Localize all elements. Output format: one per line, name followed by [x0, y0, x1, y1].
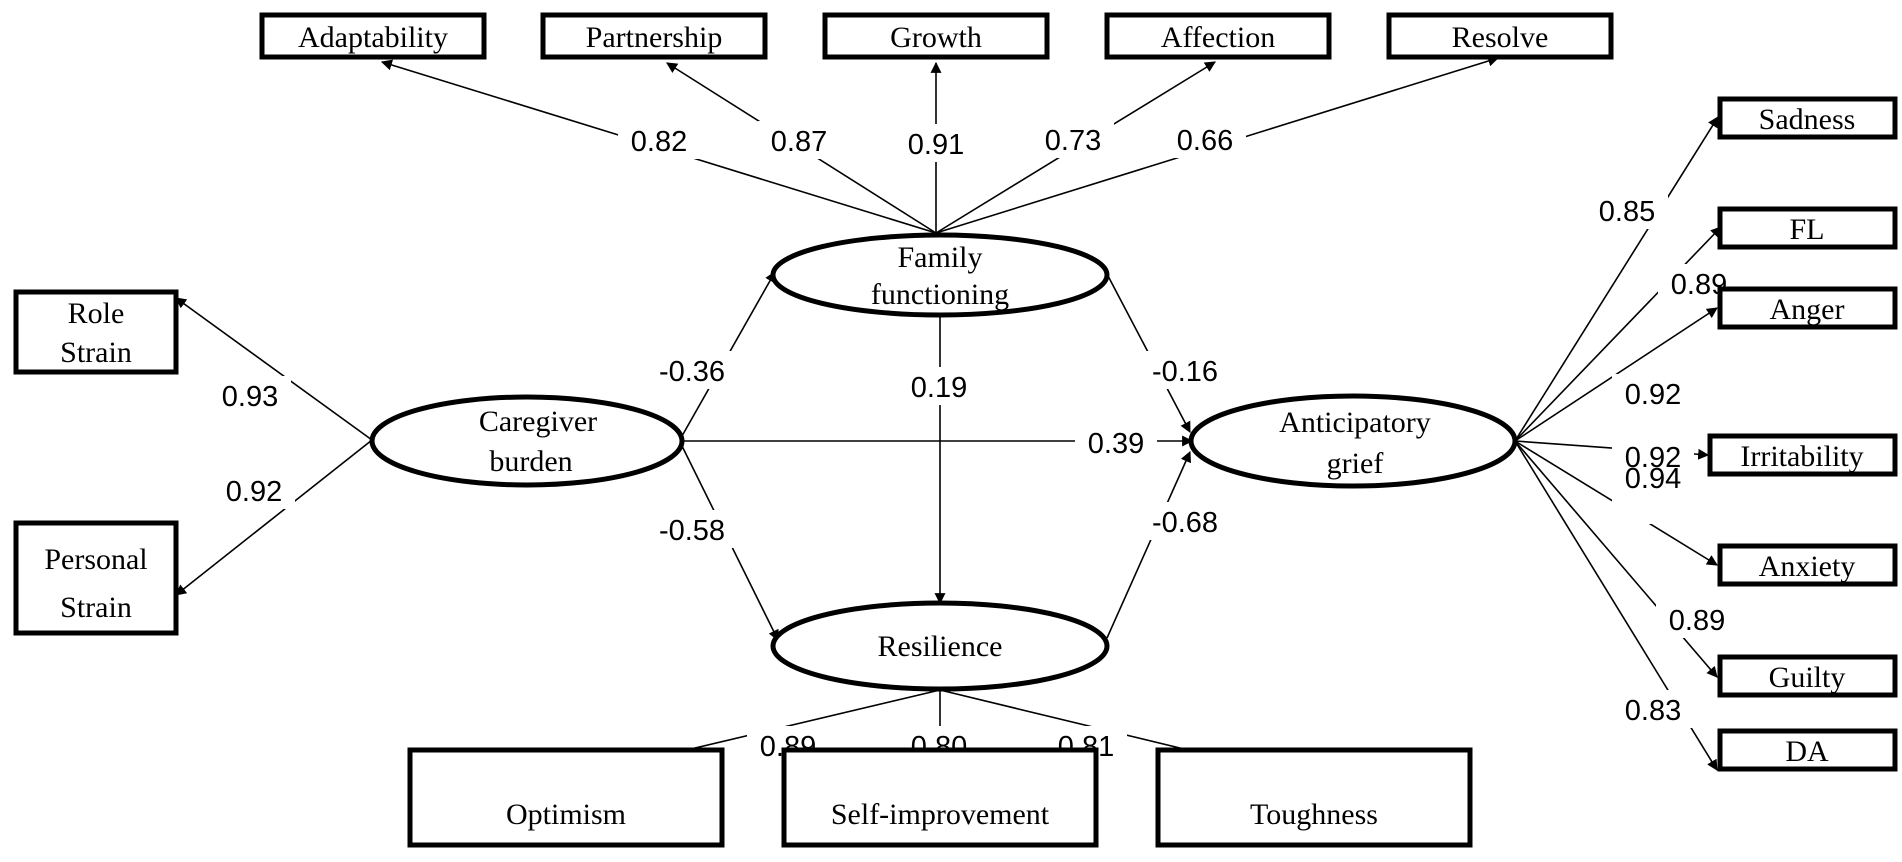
svg-text:Partnership: Partnership: [586, 21, 723, 54]
node-da: DA: [1717, 728, 1898, 772]
svg-text:Sadness: Sadness: [1759, 103, 1856, 136]
svg-text:Affection: Affection: [1161, 21, 1275, 54]
svg-text:Strain: Strain: [60, 336, 132, 369]
coef-personal-strain: 0.92: [226, 476, 282, 508]
svg-text:Role: Role: [68, 297, 125, 330]
coef-partnership: 0.87: [771, 126, 827, 158]
svg-text:Guilty: Guilty: [1769, 661, 1846, 694]
svg-text:Resolve: Resolve: [1452, 21, 1549, 54]
node-affection: Affection: [1104, 12, 1332, 60]
coef-da: 0.83: [1625, 695, 1681, 727]
node-adaptability: Adaptability: [259, 12, 487, 60]
node-caregiver-burden: Caregiver burden: [369, 394, 685, 488]
coef-anger: 0.92: [1625, 379, 1681, 411]
svg-text:Caregiver: Caregiver: [479, 405, 597, 438]
node-resilience: Resilience: [770, 600, 1110, 692]
coefficient-labels: 0.82 0.87 0.91 0.73 0.66 0.93 0.92 -0.36…: [209, 120, 1740, 764]
node-optimism: Optimism: [407, 747, 725, 848]
svg-text:Anger: Anger: [1770, 293, 1845, 326]
svg-text:FL: FL: [1789, 213, 1824, 246]
coef-family-grief: -0.16: [1152, 356, 1218, 388]
svg-text:Self-improvement: Self-improvement: [831, 798, 1050, 831]
arrow-resilience-grief: [1106, 450, 1191, 639]
coef-burden-family: -0.36: [659, 356, 725, 388]
coef-burden-resilience: -0.58: [659, 515, 725, 547]
svg-text:Optimism: Optimism: [506, 798, 626, 831]
svg-text:Family: Family: [897, 241, 982, 274]
node-toughness: Toughness: [1155, 747, 1473, 848]
node-sadness: Sadness: [1717, 96, 1898, 140]
svg-text:Adaptability: Adaptability: [298, 21, 448, 54]
node-anger: Anger: [1717, 286, 1898, 330]
svg-text:functioning: functioning: [871, 278, 1009, 311]
node-self-improvement: Self-improvement: [781, 747, 1099, 848]
node-resolve: Resolve: [1386, 12, 1614, 60]
node-fl: FL: [1717, 206, 1898, 250]
coef-resolve: 0.66: [1177, 125, 1233, 157]
arrow-grief-fl: [1514, 226, 1722, 442]
svg-text:burden: burden: [489, 445, 572, 478]
node-growth: Growth: [822, 12, 1050, 60]
coef-anxiety-value: 0.94: [1625, 463, 1681, 495]
node-irritability: Irritability: [1707, 433, 1898, 477]
node-anxiety: Anxiety: [1717, 543, 1898, 587]
svg-text:Strain: Strain: [60, 591, 132, 624]
svg-text:Toughness: Toughness: [1250, 798, 1378, 831]
arrow-burden-role-strain: [175, 297, 373, 441]
svg-text:Personal: Personal: [44, 543, 147, 576]
node-guilty: Guilty: [1717, 654, 1898, 698]
coef-adaptability: 0.82: [631, 126, 687, 158]
coef-sadness: 0.85: [1599, 196, 1655, 228]
node-family-functioning: Family functioning: [770, 232, 1110, 318]
coef-resilience-grief: -0.68: [1152, 507, 1218, 539]
coef-affection: 0.73: [1045, 125, 1101, 157]
coef-growth: 0.91: [908, 129, 964, 161]
svg-text:DA: DA: [1785, 735, 1829, 768]
svg-text:Growth: Growth: [890, 21, 982, 54]
coef-irritability: 0.92: [1625, 442, 1681, 474]
coef-role-strain: 0.93: [222, 381, 278, 413]
node-partnership: Partnership: [540, 12, 768, 60]
arrow-burden-personal-strain: [175, 439, 373, 596]
coef-burden-grief: 0.39: [1088, 428, 1144, 460]
coef-family-resilience: 0.19: [911, 372, 967, 404]
node-personal-strain: Personal Strain: [13, 520, 179, 636]
node-anticipatory-grief: Anticipatory grief: [1188, 393, 1518, 489]
coef-guilty: 0.89: [1669, 605, 1725, 637]
svg-text:Anxiety: Anxiety: [1759, 550, 1856, 583]
svg-text:Resilience: Resilience: [878, 630, 1003, 663]
svg-text:grief: grief: [1327, 447, 1384, 480]
node-role-strain: Role Strain: [13, 289, 179, 375]
svg-text:Irritability: Irritability: [1740, 440, 1863, 473]
arrow-grief-sadness: [1514, 116, 1719, 442]
svg-text:Anticipatory: Anticipatory: [1279, 406, 1431, 439]
